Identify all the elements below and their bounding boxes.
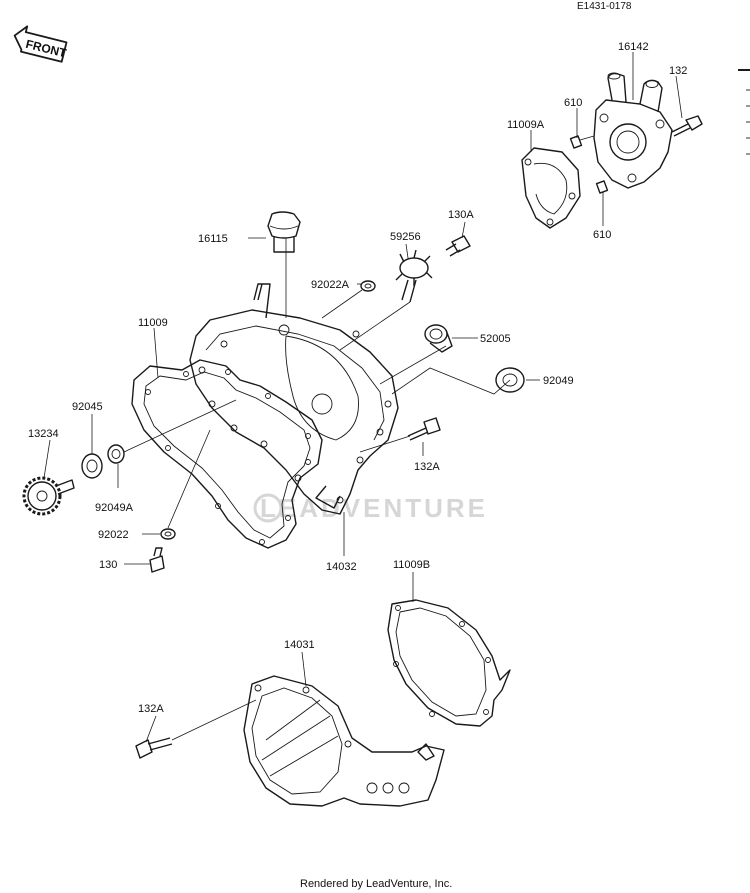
label-14032: 14032 (326, 561, 357, 573)
label-14031: 14031 (284, 639, 315, 651)
clutch-cover-14032 (189, 283, 399, 515)
label-132A-lower: 132A (138, 703, 164, 715)
bolt-132A-lower (135, 737, 173, 759)
oil-cap-16115 (267, 211, 301, 253)
footer-credit: Rendered by LeadVenture, Inc. (300, 878, 452, 890)
bearing-92049A (107, 444, 125, 464)
watermark-text: LEADVENTURE (260, 493, 488, 523)
label-16142: 16142 (618, 41, 649, 53)
callout-labels: 16142 132 610 11009A 610 130A 16115 5925… (28, 41, 687, 715)
label-610-upper: 610 (564, 97, 582, 109)
impeller-59256 (395, 249, 433, 303)
label-59256: 59256 (390, 231, 421, 243)
washer-92022A (360, 280, 376, 292)
label-132A-upper: 132A (414, 461, 440, 473)
label-16115: 16115 (198, 233, 228, 245)
bolt-130A (445, 235, 471, 257)
label-92022: 92022 (98, 529, 129, 541)
generator-cover-14031 (243, 675, 445, 807)
label-92049A: 92049A (95, 502, 134, 514)
water-pump-cover-16142 (593, 72, 673, 189)
diagram-code: E1431-0178 (577, 1, 632, 12)
watermark: LEADVENTURE (253, 493, 488, 523)
label-92045: 92045 (72, 401, 103, 413)
bolt-130 (149, 547, 165, 573)
gasket-11009 (131, 359, 323, 549)
label-11009A: 11009A (507, 119, 545, 131)
label-13234: 13234 (28, 428, 59, 440)
bolt-132 (671, 115, 703, 137)
label-92049: 92049 (543, 375, 574, 387)
label-52005: 52005 (480, 333, 511, 345)
front-arrow-icon: FRONT (13, 25, 68, 63)
label-11009B: 11009B (393, 559, 430, 571)
label-11009: 11009 (138, 317, 168, 329)
label-132: 132 (669, 65, 687, 77)
leader-lines (43, 52, 683, 743)
washer-92022 (160, 528, 176, 540)
seal-92045 (81, 453, 103, 479)
dowel-pin-610-upper (569, 135, 583, 149)
gasket-11009A (521, 147, 581, 229)
bearing-92049 (495, 367, 525, 393)
bolt-132A-upper (407, 417, 441, 441)
label-130: 130 (99, 559, 117, 571)
right-edge-fragments (738, 69, 750, 155)
label-610-lower: 610 (593, 229, 611, 241)
label-130A: 130A (448, 209, 474, 221)
gasket-11009B (387, 599, 511, 727)
label-92022A: 92022A (311, 279, 350, 291)
oil-seal-52005 (424, 324, 453, 353)
dowel-pin-610-lower (595, 180, 609, 194)
gear-13234 (22, 476, 75, 516)
